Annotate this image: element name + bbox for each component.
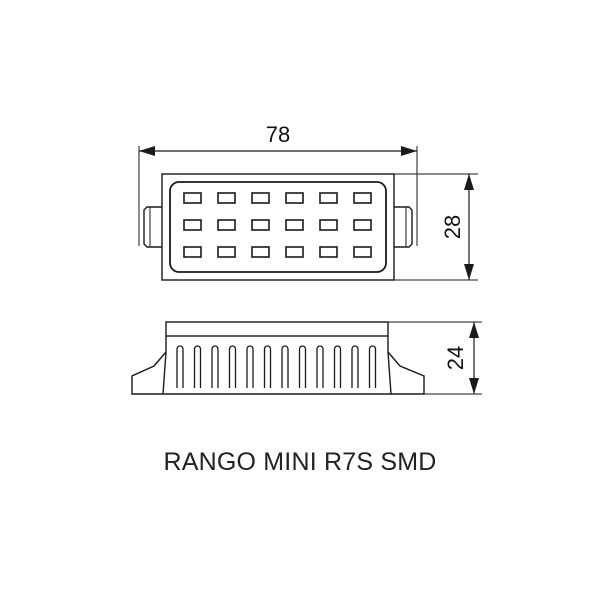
heat-sink-fin bbox=[263, 345, 272, 388]
heat-sink-fin bbox=[211, 345, 219, 388]
length-dimension-label: 78 bbox=[266, 122, 290, 147]
led-chip-grid bbox=[183, 192, 372, 258]
led-chip bbox=[217, 246, 236, 258]
lamp-body-outline bbox=[161, 173, 395, 281]
left-foot bbox=[131, 351, 167, 395]
led-chip bbox=[319, 219, 338, 231]
heat-sink-fin bbox=[298, 345, 307, 388]
height-dimension-label: 24 bbox=[443, 346, 468, 370]
led-chip bbox=[353, 219, 372, 231]
side-top-plate bbox=[165, 321, 389, 337]
width-dimension-label: 28 bbox=[440, 215, 465, 239]
led-chip bbox=[251, 192, 270, 204]
led-chip bbox=[319, 192, 338, 204]
heat-sink-fin bbox=[246, 345, 254, 388]
product-name: RANGO MINI R7S SMD bbox=[163, 448, 437, 476]
led-chip bbox=[353, 246, 372, 258]
led-chip bbox=[353, 192, 372, 204]
left-end-cap bbox=[143, 206, 162, 248]
led-chip bbox=[183, 219, 202, 231]
led-chip bbox=[217, 192, 236, 204]
right-end-cap bbox=[394, 206, 413, 248]
heat-sink-fin bbox=[316, 345, 324, 388]
heat-sink-fin bbox=[351, 345, 359, 388]
led-chip bbox=[251, 246, 270, 258]
heat-sink-fins bbox=[176, 345, 377, 388]
led-chip bbox=[319, 246, 338, 258]
led-chip bbox=[285, 246, 304, 258]
heat-sink-fin bbox=[368, 345, 377, 388]
led-chip bbox=[251, 219, 270, 231]
led-chip bbox=[217, 219, 236, 231]
right-foot bbox=[387, 351, 425, 395]
heat-sink-fin bbox=[176, 345, 184, 388]
led-chip bbox=[285, 219, 304, 231]
top-view bbox=[143, 173, 413, 281]
heat-sink-fin bbox=[281, 345, 289, 388]
heat-sink-fin bbox=[193, 345, 202, 388]
led-panel bbox=[169, 181, 387, 273]
led-chip bbox=[183, 192, 202, 204]
side-view bbox=[131, 321, 425, 395]
heat-sink-fin bbox=[228, 345, 237, 388]
led-chip bbox=[183, 246, 202, 258]
led-chip bbox=[285, 192, 304, 204]
heat-sink-fin bbox=[333, 345, 342, 388]
heat-sink-body bbox=[162, 336, 392, 395]
